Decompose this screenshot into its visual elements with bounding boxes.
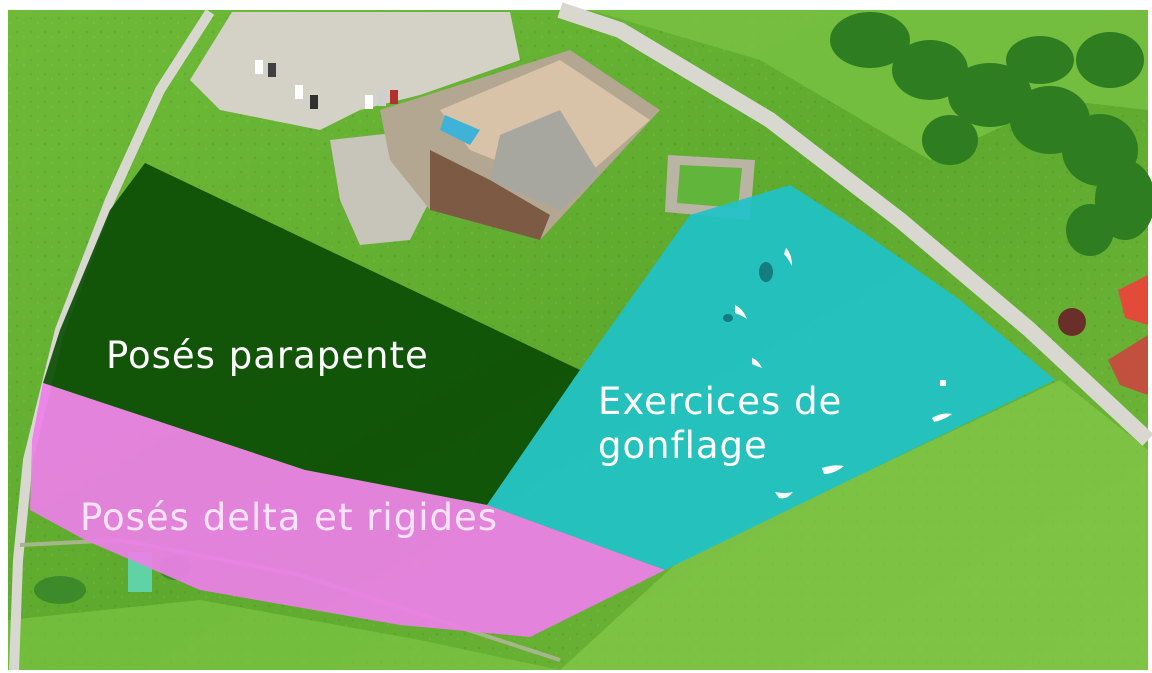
gliders (735, 248, 952, 499)
main-road (557, 2, 1152, 446)
field-bottom-left (8, 600, 560, 670)
label-paragliding-landing: Posés parapente (106, 334, 429, 377)
label-inflation-exercises: Exercices de gonflage (598, 380, 855, 467)
label-delta-rigid-landing: Posés delta et rigides (80, 496, 498, 539)
parked-cars (255, 60, 398, 109)
houses-right (1058, 275, 1148, 395)
parking-lot (190, 12, 520, 130)
glider-shadows (723, 262, 773, 322)
label-inflation-line-1: Exercices de (598, 380, 842, 423)
label-inflation-line-2: gonflage (598, 424, 768, 467)
field-bottom-right (560, 380, 1148, 670)
zone-delta-rigid-landing (30, 383, 665, 637)
tree-line (830, 12, 1152, 256)
zone-paragliding-landing (43, 163, 580, 505)
hangar-building (380, 50, 660, 240)
zone-inflation-exercises (487, 185, 1055, 570)
